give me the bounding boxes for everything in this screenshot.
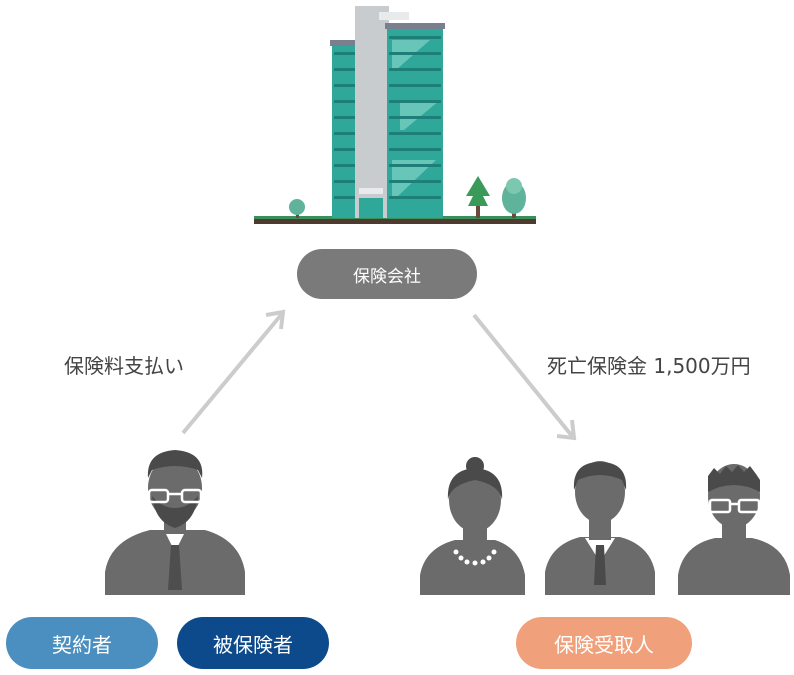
- contractor-badge: 契約者: [6, 617, 158, 669]
- insurance-company-badge: 保険会社: [297, 249, 477, 299]
- insured-badge: 被保険者: [177, 617, 329, 669]
- death-benefit-label: 死亡保険金 1,500万円: [547, 354, 751, 378]
- beneficiary-badge: 保険受取人: [516, 617, 692, 669]
- premium-payment-label: 保険料支払い: [64, 354, 184, 378]
